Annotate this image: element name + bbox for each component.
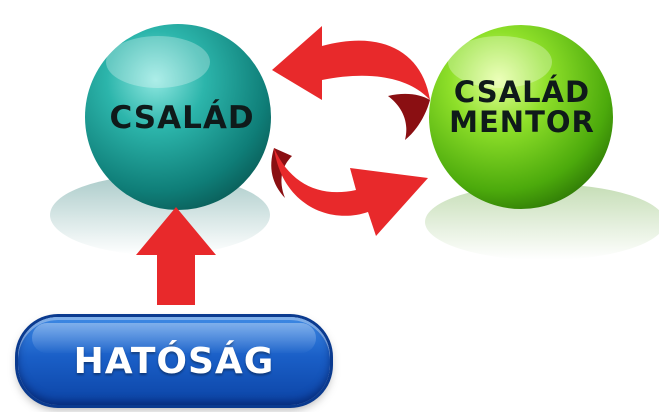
arrow-family-to-mentor (271, 148, 428, 236)
family-sphere-highlight (106, 36, 210, 88)
arrow-mentor-to-family (272, 26, 430, 140)
authority-label: HATÓSÁG (73, 340, 275, 382)
authority-button[interactable]: HATÓSÁG (18, 317, 330, 405)
family-mentor-label-line2: MENTOR (449, 105, 595, 140)
mentor-sphere-shadow (425, 184, 659, 260)
arrow-authority-to-family (136, 207, 216, 305)
family-mentor-label-line1: CSALÁD (453, 75, 591, 109)
mentor-sphere-highlight (448, 36, 552, 88)
family-mentor-label: CSALÁD MENTOR (432, 77, 612, 138)
family-label: CSALÁD (109, 100, 255, 136)
family-sphere (85, 24, 271, 210)
mentor-sphere (429, 25, 613, 209)
